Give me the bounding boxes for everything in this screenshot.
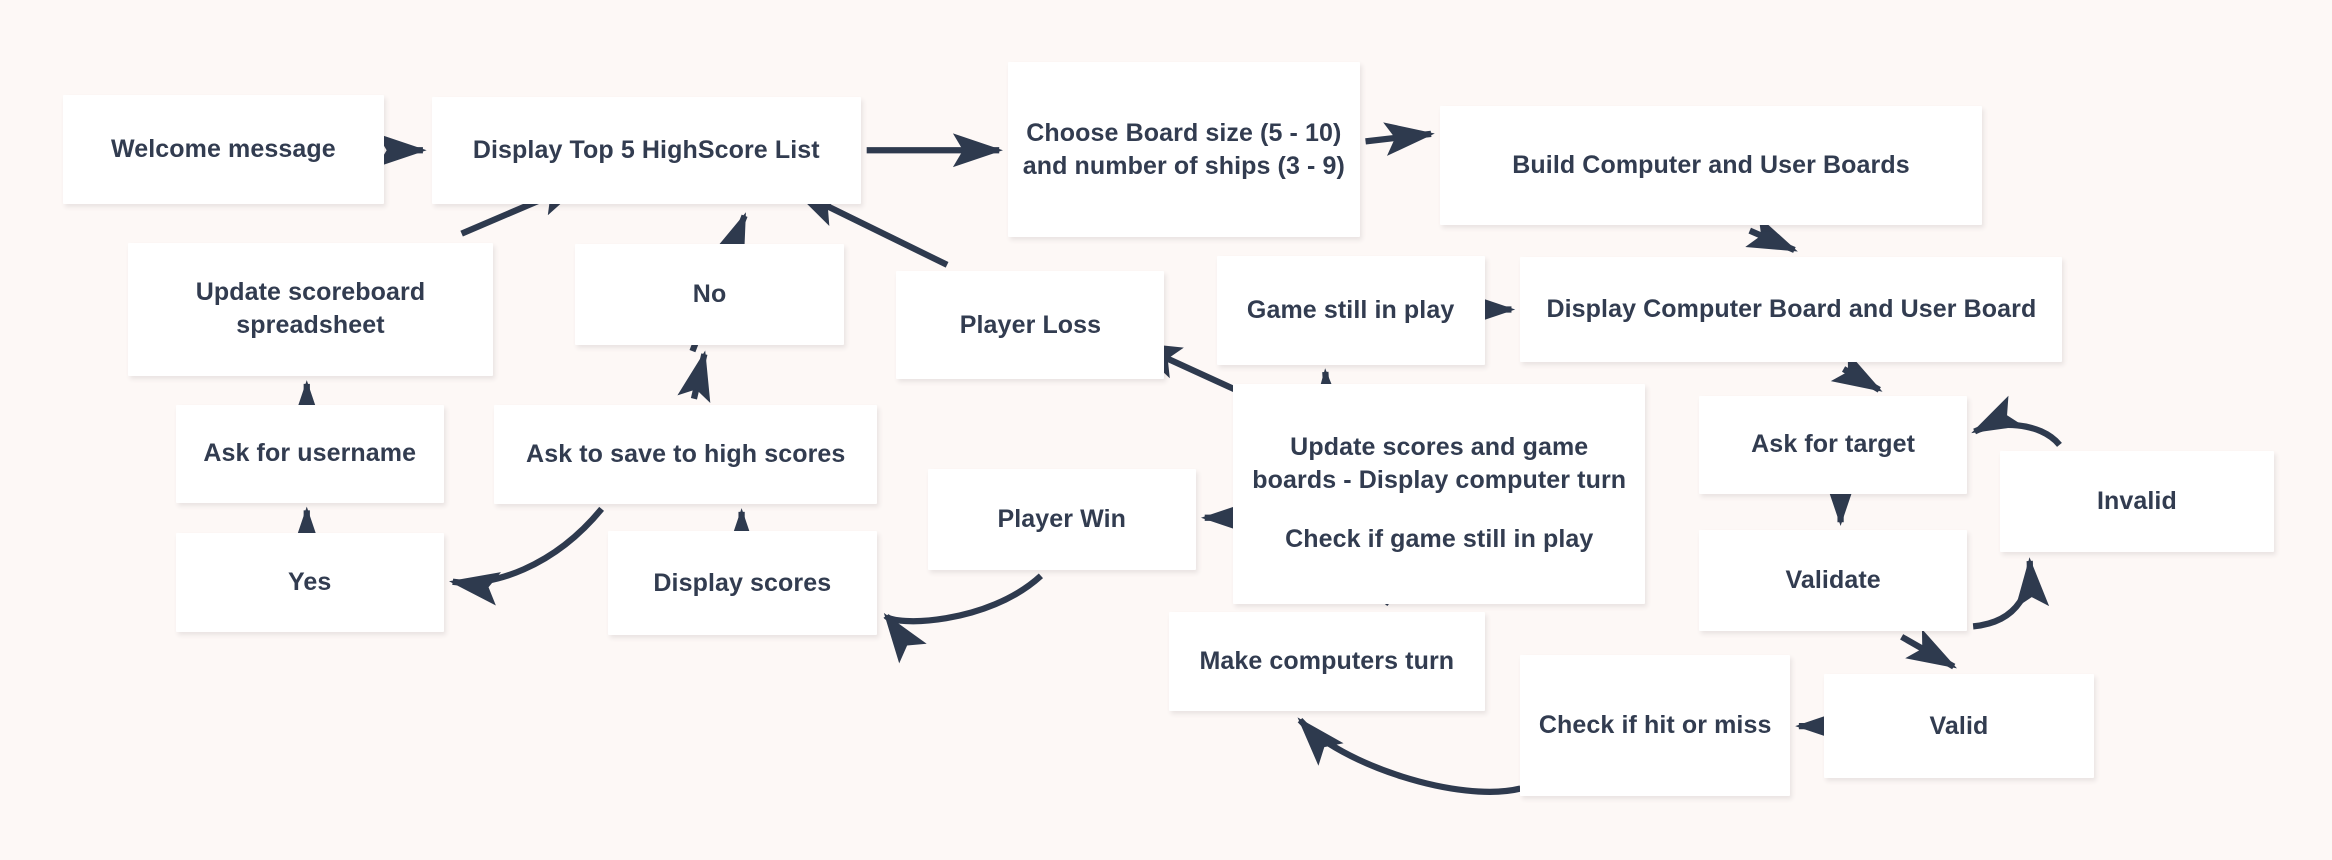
edge-validate-to-valid — [1900, 628, 1958, 670]
node-label: No — [692, 280, 727, 309]
node-label: Player Loss — [959, 310, 1102, 339]
node-label: Invalid — [2096, 486, 2177, 515]
edge-invalid-to-asktarget — [1971, 395, 2062, 448]
node-label: Update scoreboard spreadsheet — [195, 278, 426, 340]
node-label: Display scores — [653, 568, 832, 597]
node-label: Choose Board size (5 - 10) and number of… — [1022, 118, 1345, 180]
node-displayscores[interactable]: Display scores — [607, 531, 878, 636]
node-checkhit[interactable]: Check if hit or miss — [1520, 654, 1790, 796]
node-label: Game still in play — [1246, 295, 1455, 324]
node-gameinplay[interactable]: Game still in play — [1216, 255, 1485, 365]
node-valid[interactable]: Valid — [1824, 674, 2094, 779]
node-askusername[interactable]: Ask for username — [175, 404, 444, 503]
node-invalid[interactable]: Invalid — [1999, 450, 2274, 552]
node-updatescore[interactable]: Update scoreboard spreadsheet — [128, 242, 493, 377]
edge-asksave-to-no — [677, 350, 711, 403]
node-label: Welcome message — [110, 135, 336, 164]
node-displayboards[interactable]: Display Computer Board and User Board — [1520, 257, 2063, 362]
node-label: Make computers turn — [1199, 646, 1455, 675]
edge-asksave-to-yes — [448, 506, 605, 606]
node-no[interactable]: No — [574, 244, 845, 346]
node-boardsize[interactable]: Choose Board size (5 - 10) and number of… — [1008, 62, 1360, 237]
node-label: Ask to save to high scores — [526, 440, 846, 469]
edge-buildboards-to-displayboards — [1745, 216, 1798, 253]
node-buildboards[interactable]: Build Computer and User Boards — [1440, 105, 1983, 225]
node-welcome[interactable]: Welcome message — [62, 95, 385, 204]
node-validate[interactable]: Validate — [1699, 529, 1968, 631]
node-label: Display Computer Board and User Board — [1546, 294, 2037, 323]
edge-playerwin-to-displayscores — [883, 573, 1044, 664]
node-label: Player Win — [997, 504, 1127, 533]
node-label: Ask for target — [1751, 430, 1916, 459]
edge-boardsize-to-buildboards — [1365, 122, 1435, 156]
node-highscore[interactable]: Display Top 5 HighScore List — [431, 96, 861, 204]
node-label: Display Top 5 HighScore List — [472, 135, 820, 164]
edge-displayboards-to-asktarget — [1830, 351, 1883, 393]
node-playerwin[interactable]: Player Win — [927, 468, 1196, 570]
node-makecomputers[interactable]: Make computers turn — [1168, 611, 1485, 712]
node-label: Ask for username — [203, 439, 417, 468]
node-asksave[interactable]: Ask to save to high scores — [494, 404, 878, 505]
node-label-secondary: Check if game still in play — [1285, 525, 1594, 554]
edge-checkhit-to-makecomputers — [1297, 717, 1522, 795]
node-playerloss[interactable]: Player Loss — [896, 270, 1165, 380]
node-label: Build Computer and User Boards — [1512, 150, 1910, 179]
node-yes[interactable]: Yes — [175, 532, 444, 633]
node-label: Update scores and game boards - Display … — [1252, 433, 1627, 495]
node-label: Yes — [288, 568, 332, 596]
node-label: Validate — [1785, 565, 1881, 594]
node-asktarget[interactable]: Ask for target — [1699, 395, 1968, 494]
node-updatescores[interactable]: Update scores and game boards - Display … — [1233, 383, 1646, 605]
edge-validate-to-invalid — [1972, 557, 2050, 630]
node-label: Check if hit or miss — [1538, 710, 1772, 739]
node-label: Valid — [1929, 711, 1989, 740]
